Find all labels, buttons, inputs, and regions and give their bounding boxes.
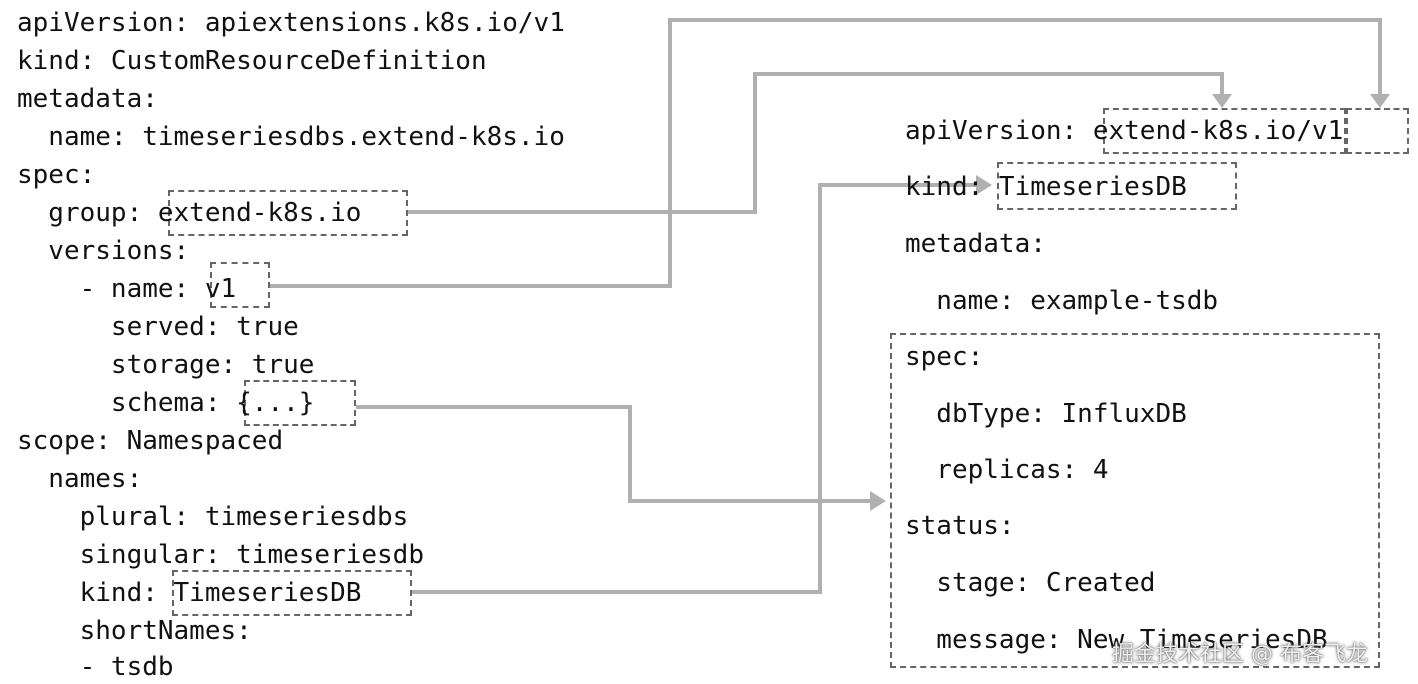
crd-line: apiVersion: apiextensions.k8s.io/v1 xyxy=(17,8,565,38)
crd-line: metadata: xyxy=(17,84,158,114)
box-schema xyxy=(244,380,356,426)
box-spec-status xyxy=(890,333,1380,668)
crd-line: kind: TimeseriesDB xyxy=(17,578,362,608)
crd-line: name: timeseriesdbs.extend-k8s.io xyxy=(17,122,565,152)
crd-line: storage: true xyxy=(17,350,315,380)
cr-line: name: example-tsdb xyxy=(905,286,1219,316)
cr-line: dbType: InfluxDB xyxy=(905,399,1187,429)
crd-line: spec: xyxy=(17,160,96,190)
crd-line: - tsdb xyxy=(17,652,174,682)
cr-line: spec: xyxy=(905,342,984,372)
arrowhead-kind xyxy=(976,175,992,195)
crd-line: plural: timeseriesdbs xyxy=(17,502,409,532)
crd-line: - name: v1 xyxy=(17,274,237,304)
cr-line: replicas: 4 xyxy=(905,455,1109,485)
crd-line: singular: timeseriesdb xyxy=(17,540,424,570)
crd-line: versions: xyxy=(17,236,190,266)
connector-group-to-apiversion-group xyxy=(408,72,1224,214)
crd-line: kind: CustomResourceDefinition xyxy=(17,46,487,76)
watermark: 掘金技术社区 @ 布客飞龙 xyxy=(1112,642,1368,667)
box-apiversion-group xyxy=(1103,108,1346,154)
arrowhead-apiversion-version xyxy=(1370,94,1390,108)
connector-version-to-apiversion-version xyxy=(270,18,1382,288)
crd-line: names: xyxy=(17,464,143,494)
cr-line: kind: TimeseriesDB xyxy=(905,172,1187,202)
cr-line: apiVersion: extend-k8s.io/v1 xyxy=(905,116,1344,146)
arrowhead-apiversion-group xyxy=(1212,94,1232,108)
box-version-name xyxy=(210,262,270,308)
box-apiversion-version xyxy=(1346,108,1409,154)
connector-schema-to-spec xyxy=(356,405,872,503)
crd-line: schema: {...} xyxy=(17,388,315,418)
crd-line: scope: Namespaced xyxy=(17,426,284,456)
box-kind xyxy=(172,570,412,616)
cr-line: status: xyxy=(905,511,1015,541)
connector-kind-to-kind xyxy=(412,183,978,594)
crd-line: group: extend-k8s.io xyxy=(17,198,362,228)
arrowhead-spec xyxy=(870,491,886,511)
box-group xyxy=(168,190,408,236)
crd-line: served: true xyxy=(17,312,299,342)
box-right-kind xyxy=(997,162,1237,210)
crd-line: shortNames: xyxy=(17,616,252,646)
cr-line: message: New TimeseriesDB xyxy=(905,625,1328,655)
cr-line: stage: Created xyxy=(905,568,1156,598)
cr-line: metadata: xyxy=(905,229,1046,259)
